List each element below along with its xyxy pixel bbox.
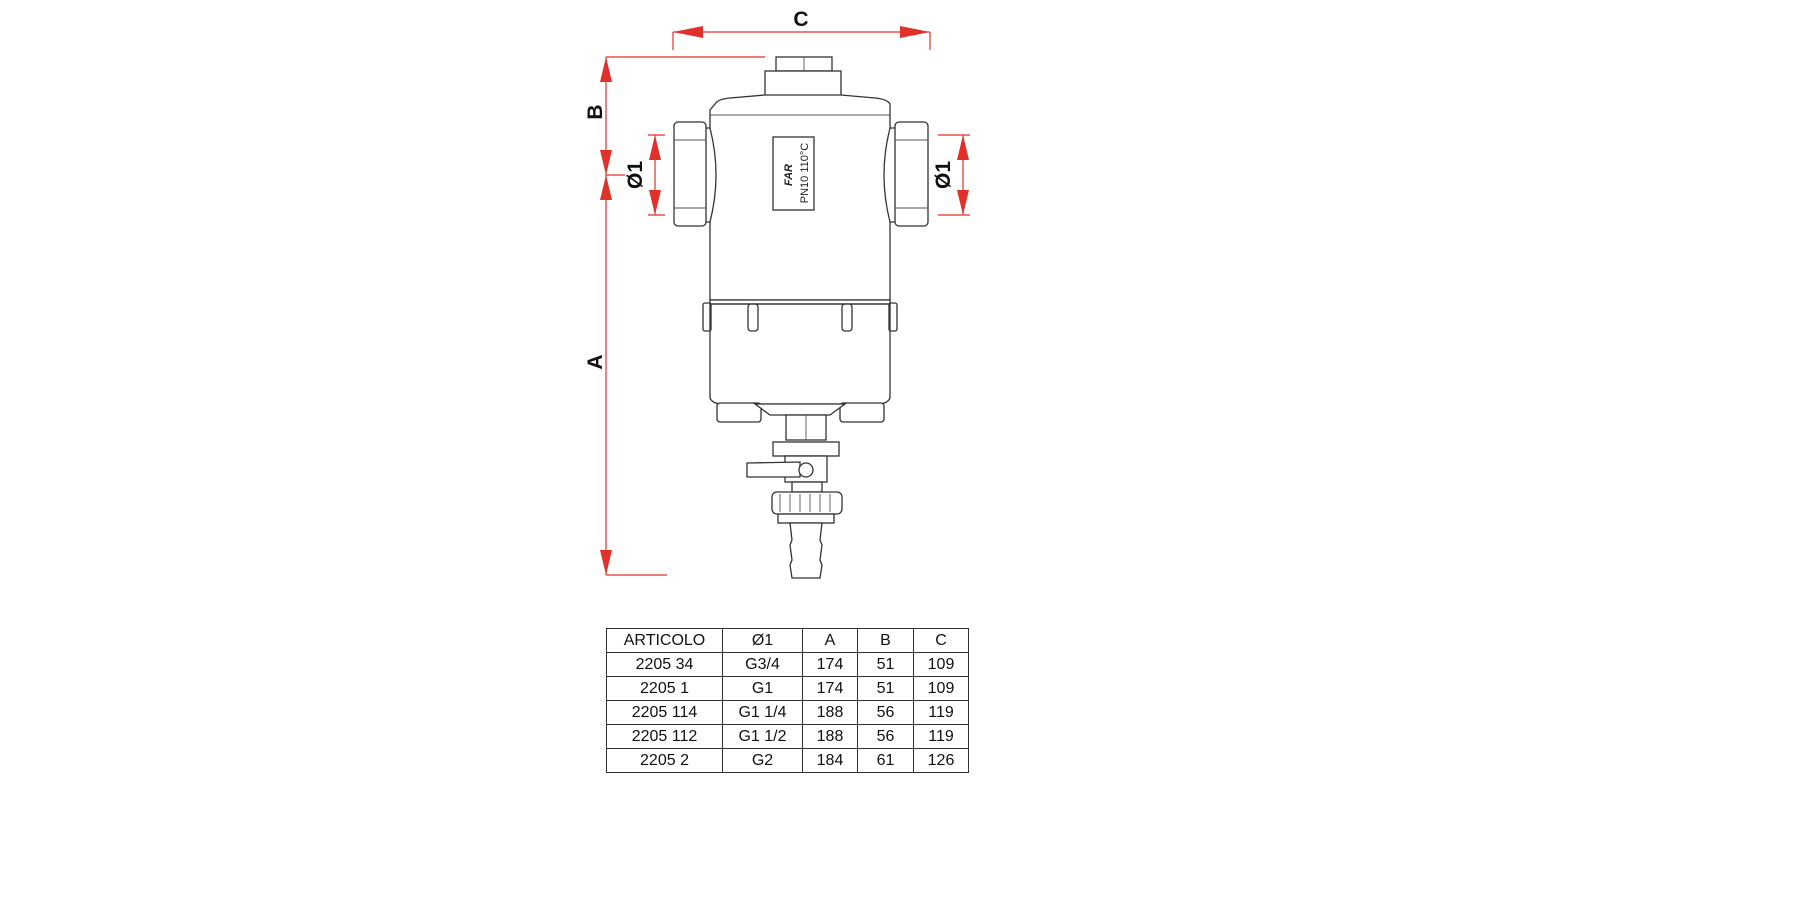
cell-d1: G1 1/2 bbox=[722, 724, 803, 749]
dimension-d1-left: Ø1 bbox=[624, 134, 665, 216]
label-a: A bbox=[584, 354, 607, 369]
dimension-a-b: B A bbox=[584, 56, 765, 576]
header-b: B bbox=[857, 628, 914, 653]
label-d1-left: Ø1 bbox=[624, 161, 647, 189]
cell-d1: G1 1/4 bbox=[722, 700, 803, 725]
plate-text: PN10 110°C bbox=[799, 143, 811, 204]
cell-c: 119 bbox=[913, 700, 969, 725]
dimension-d1-right: Ø1 bbox=[932, 134, 970, 216]
far-logo: FAR bbox=[783, 164, 795, 186]
cell-b: 56 bbox=[857, 724, 914, 749]
cell-c: 109 bbox=[913, 652, 969, 677]
cell-a: 174 bbox=[802, 676, 858, 701]
table-header-row: ARTICOLO Ø1 A B C bbox=[606, 628, 969, 653]
cell-a: 188 bbox=[802, 700, 858, 725]
cell-a: 174 bbox=[802, 652, 858, 677]
cell-b: 51 bbox=[857, 652, 914, 677]
cell-d1: G2 bbox=[722, 748, 803, 773]
cell-d1: G3/4 bbox=[722, 652, 803, 677]
cell-b: 61 bbox=[857, 748, 914, 773]
cell-b: 56 bbox=[857, 700, 914, 725]
label-c: C bbox=[793, 8, 808, 31]
cell-c: 109 bbox=[913, 676, 969, 701]
cell-a: 188 bbox=[802, 724, 858, 749]
header-articolo: ARTICOLO bbox=[606, 628, 723, 653]
cell-articolo: 2205 2 bbox=[606, 748, 723, 773]
dimension-c: C bbox=[672, 8, 931, 50]
cell-articolo: 2205 114 bbox=[606, 700, 723, 725]
header-a: A bbox=[802, 628, 858, 653]
label-d1-right: Ø1 bbox=[932, 161, 955, 189]
cell-d1: G1 bbox=[722, 676, 803, 701]
cell-b: 51 bbox=[857, 676, 914, 701]
header-d1: Ø1 bbox=[722, 628, 803, 653]
header-c: C bbox=[913, 628, 969, 653]
cell-articolo: 2205 112 bbox=[606, 724, 723, 749]
cell-c: 126 bbox=[913, 748, 969, 773]
cell-articolo: 2205 1 bbox=[606, 676, 723, 701]
cell-a: 184 bbox=[802, 748, 858, 773]
dirt-separator-body: FAR PN10 110°C bbox=[673, 56, 929, 579]
cell-c: 119 bbox=[913, 724, 969, 749]
label-b: B bbox=[584, 104, 607, 119]
cell-articolo: 2205 34 bbox=[606, 652, 723, 677]
